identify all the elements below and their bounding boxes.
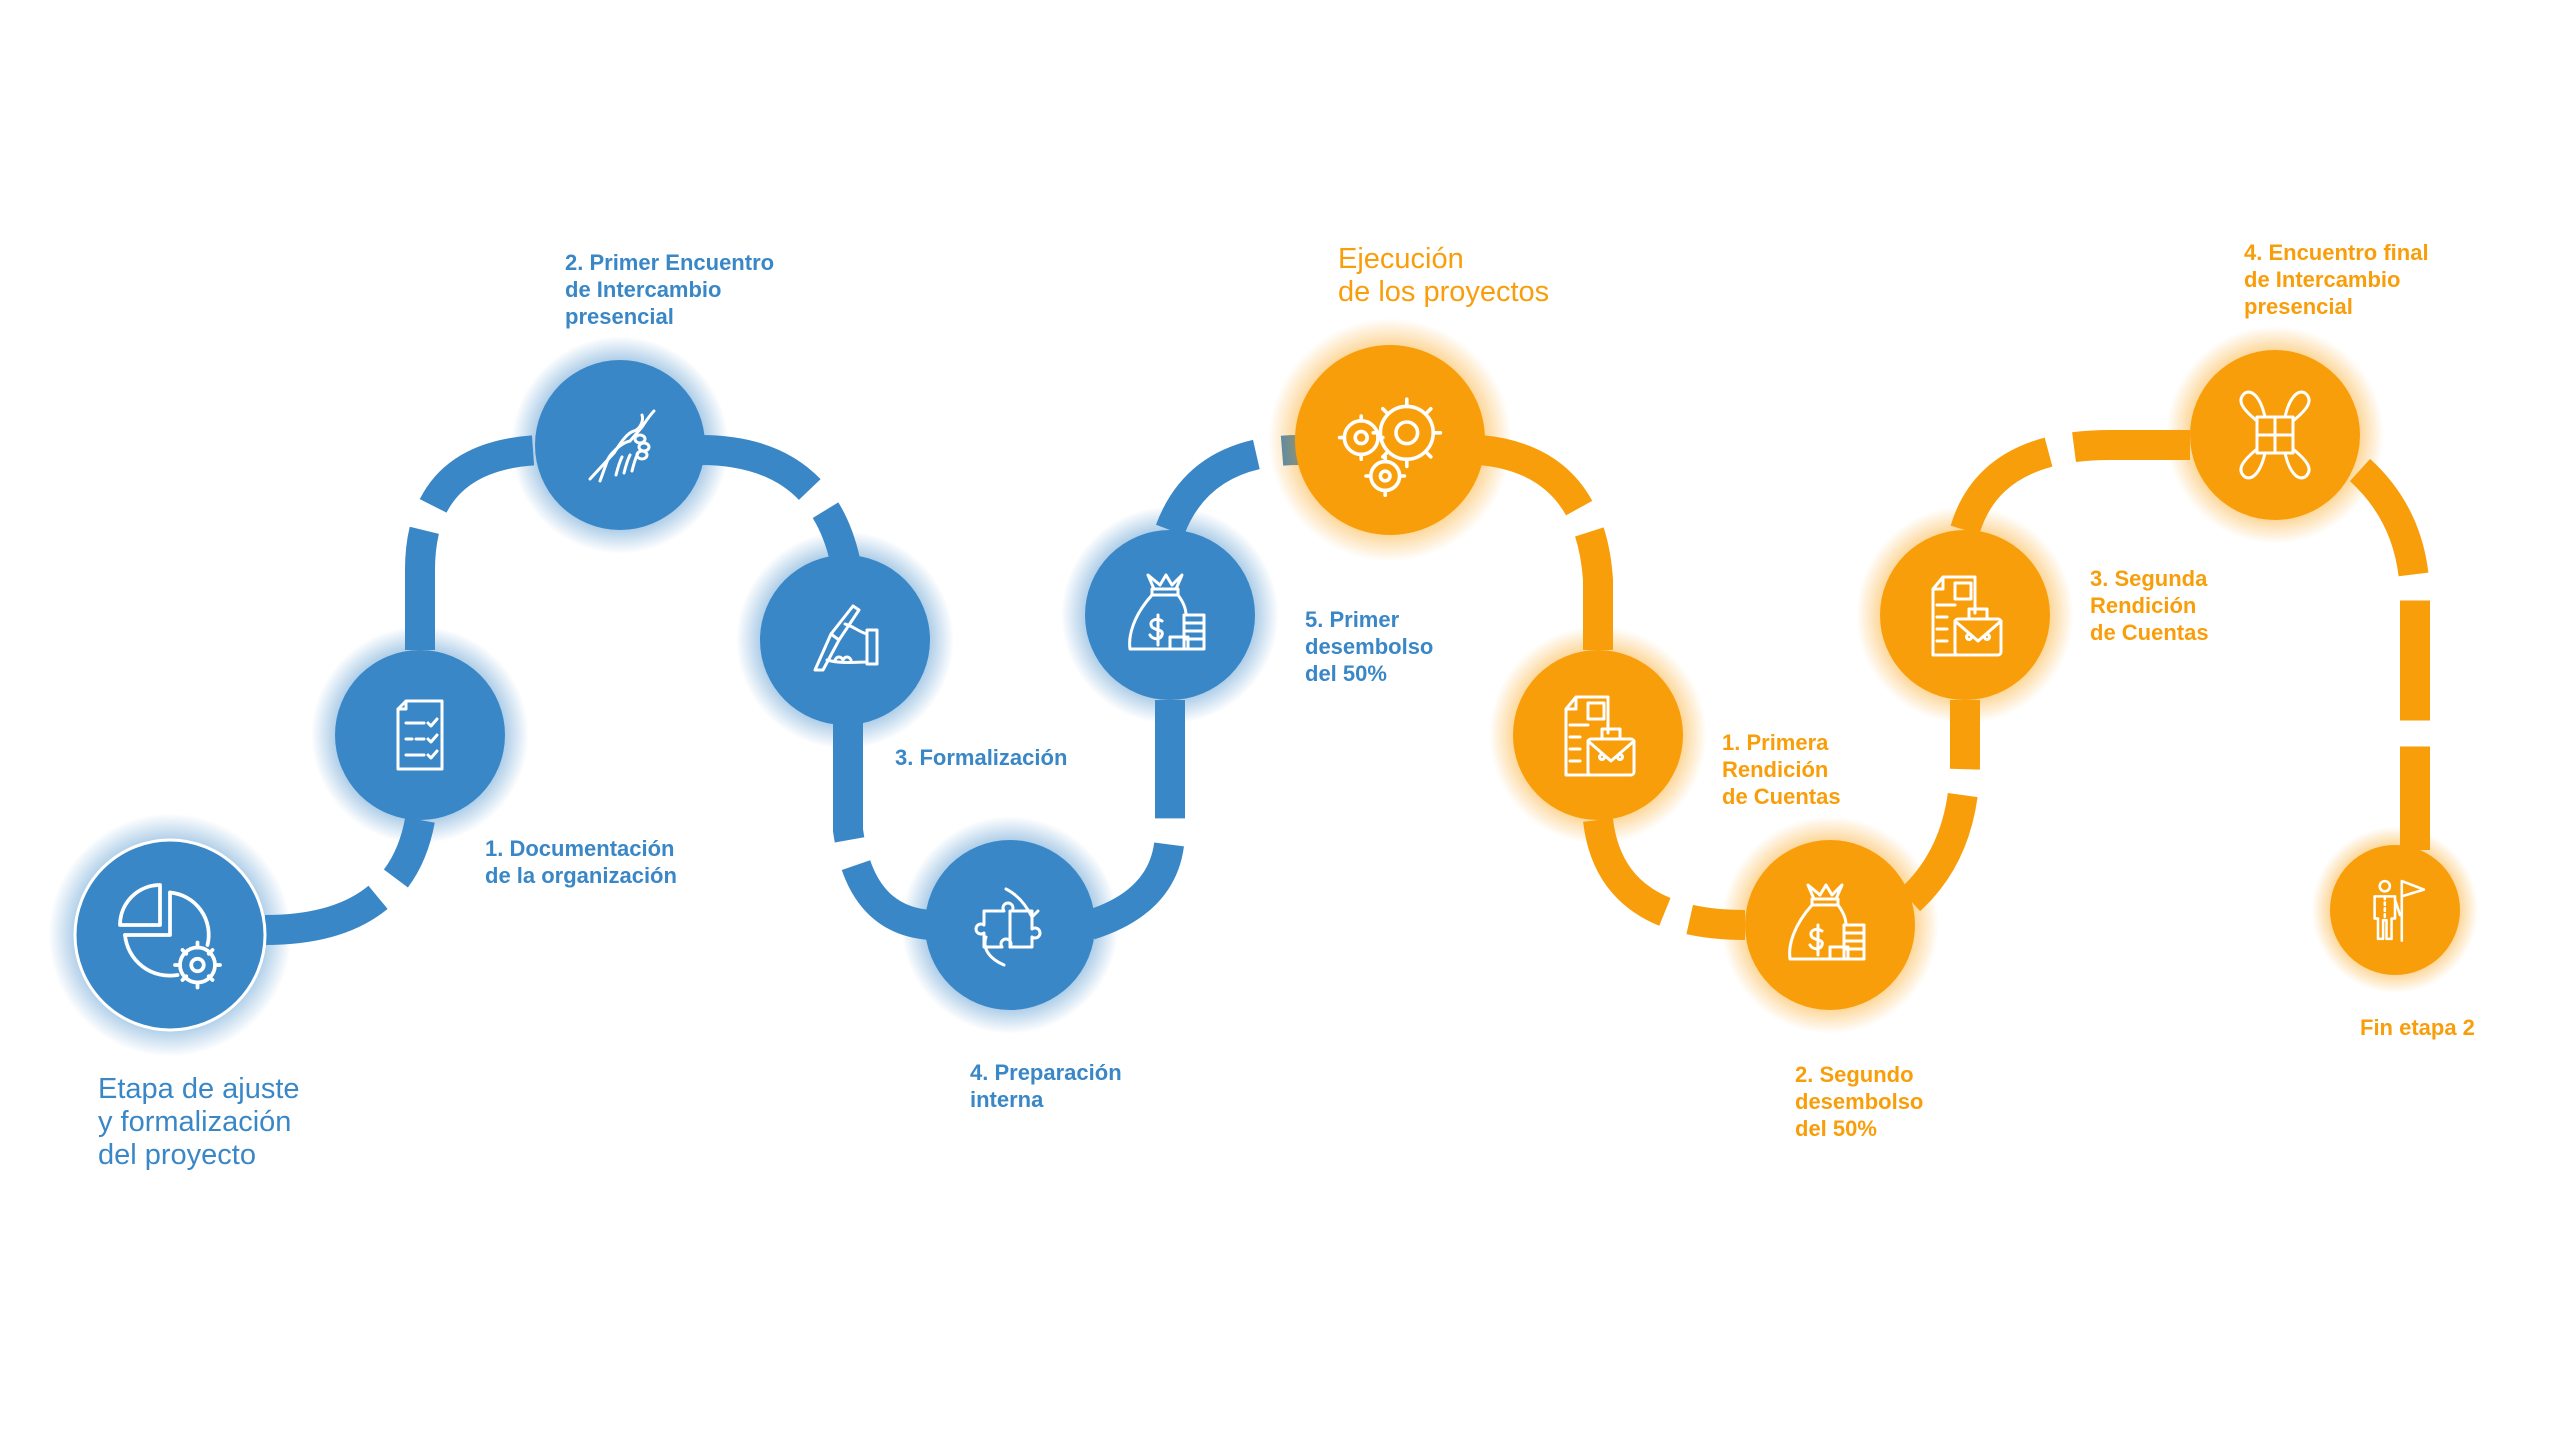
step-p2-4-label: 4. Encuentro final de Intercambio presen… <box>2244 240 2429 319</box>
phase-1-title: Etapa de ajuste y formalización del proy… <box>98 1073 300 1172</box>
end-label: Fin etapa 2 <box>2360 1015 2475 1040</box>
four-hands-puzzle-icon <box>2239 390 2311 480</box>
step-p2-2-node <box>1721 816 1939 1034</box>
node-circle <box>1085 530 1255 700</box>
node-circle <box>1745 840 1915 1010</box>
step-2-node <box>511 336 729 554</box>
node-circle <box>1295 345 1485 535</box>
phase-2-node <box>1268 318 1512 562</box>
phase-1-node <box>48 813 292 1057</box>
checklist-document-icon <box>396 699 444 771</box>
step-p2-2-label: 2. Segundo desembolso del 50% <box>1795 1062 1924 1141</box>
node-circle <box>760 555 930 725</box>
document-briefcase-icon <box>1931 575 2003 657</box>
step-p2-4-node <box>2166 326 2384 544</box>
step-1-node <box>311 626 529 844</box>
step-2-label: 2. Primer Encuentro de Intercambio prese… <box>565 250 775 329</box>
step-4-label: 4. Preparación interna <box>970 1060 1122 1112</box>
node-circle <box>1513 650 1683 820</box>
node-circle <box>1880 530 2050 700</box>
step-p2-1-label: 1. Primera Rendición de Cuentas <box>1722 730 1841 809</box>
step-p2-3-node <box>1856 506 2074 724</box>
handshake-icon <box>588 409 656 483</box>
node-circle <box>335 650 505 820</box>
step-4-node <box>901 816 1119 1034</box>
person-flag-icon <box>2373 879 2426 942</box>
hands-puzzle-icon <box>974 887 1042 967</box>
end-node <box>2311 826 2479 994</box>
step-p2-1-node <box>1489 626 1707 844</box>
phase-2-title: Ejecución de los proyectos <box>1338 243 1550 309</box>
path-segment-1-to-2-orange <box>1583 817 1746 940</box>
step-3-node <box>736 531 954 749</box>
step-5-node <box>1061 506 1279 724</box>
pie-chart-gear-icon <box>118 883 222 990</box>
path-segment-start-to-1 <box>264 816 435 945</box>
path-segment-4-to-end <box>2349 458 2430 850</box>
money-bag-icon <box>1128 573 1206 651</box>
step-3-label: 3. Formalización <box>895 745 1068 770</box>
hand-signing-icon <box>813 604 879 672</box>
money-bag-icon <box>1788 883 1866 961</box>
gears-icon <box>1337 397 1443 498</box>
document-briefcase-icon <box>1564 695 1636 777</box>
step-1-label: 1. Documentación de la organización <box>485 836 677 888</box>
step-p2-3-label: 3. Segunda Rendición de Cuentas <box>2090 566 2209 645</box>
step-5-label: 5. Primer desembolso del 50% <box>1305 607 1434 686</box>
